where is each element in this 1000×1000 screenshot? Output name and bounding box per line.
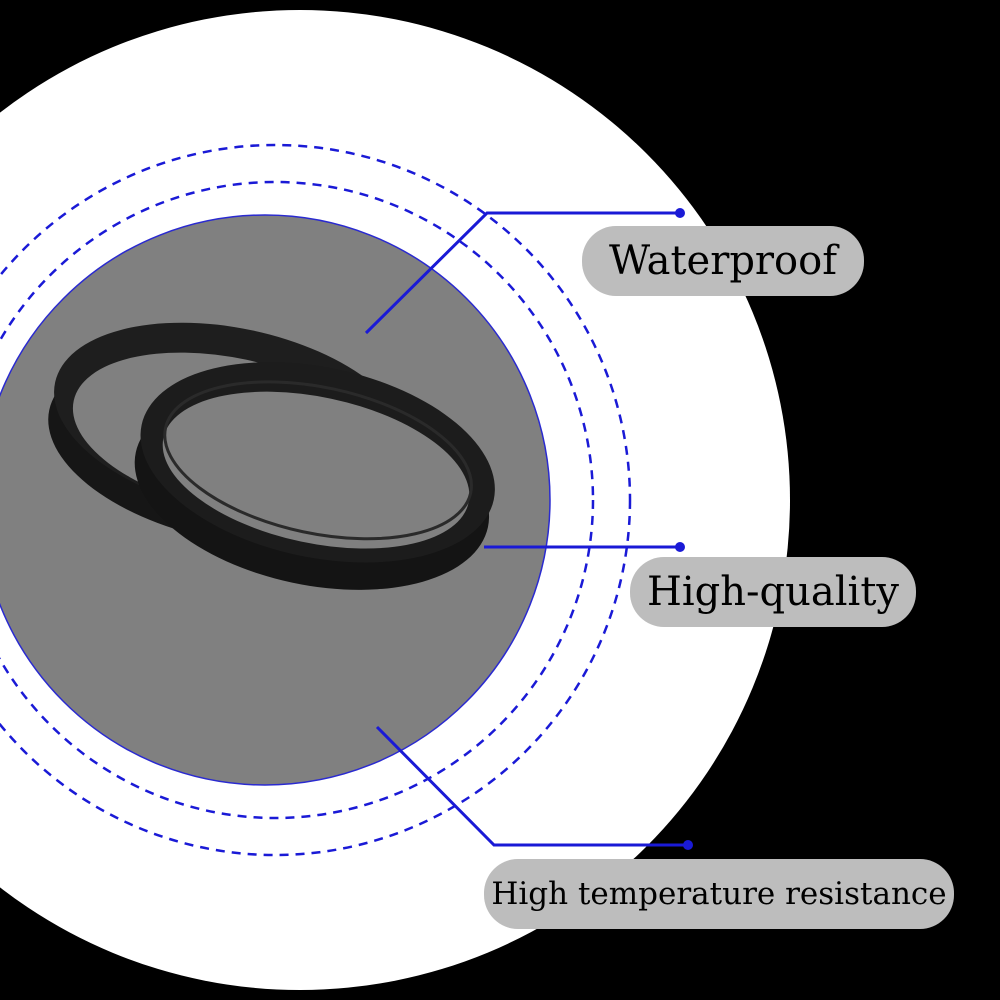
feature-label-text: High-quality [646, 569, 900, 615]
callout-line-temperature [375, 725, 688, 847]
callout-dot-quality [675, 542, 685, 552]
feature-label-high-temperature-resistance: High temperature resistance [484, 859, 954, 929]
callout-line-waterproof [364, 211, 680, 335]
feature-label-high-quality: High-quality [630, 557, 916, 627]
outer-dashed-ring [0, 143, 632, 857]
rubber-belt-pair-icon [48, 322, 495, 590]
callout-dot-waterproof [675, 208, 685, 218]
feature-label-text: High temperature resistance [491, 876, 947, 912]
feature-label-text: Waterproof [608, 238, 838, 284]
belt-front [134, 362, 495, 590]
callout-dot-temperature [683, 840, 693, 850]
inner-dashed-ring [0, 180, 595, 820]
feature-label-waterproof: Waterproof [582, 226, 864, 296]
